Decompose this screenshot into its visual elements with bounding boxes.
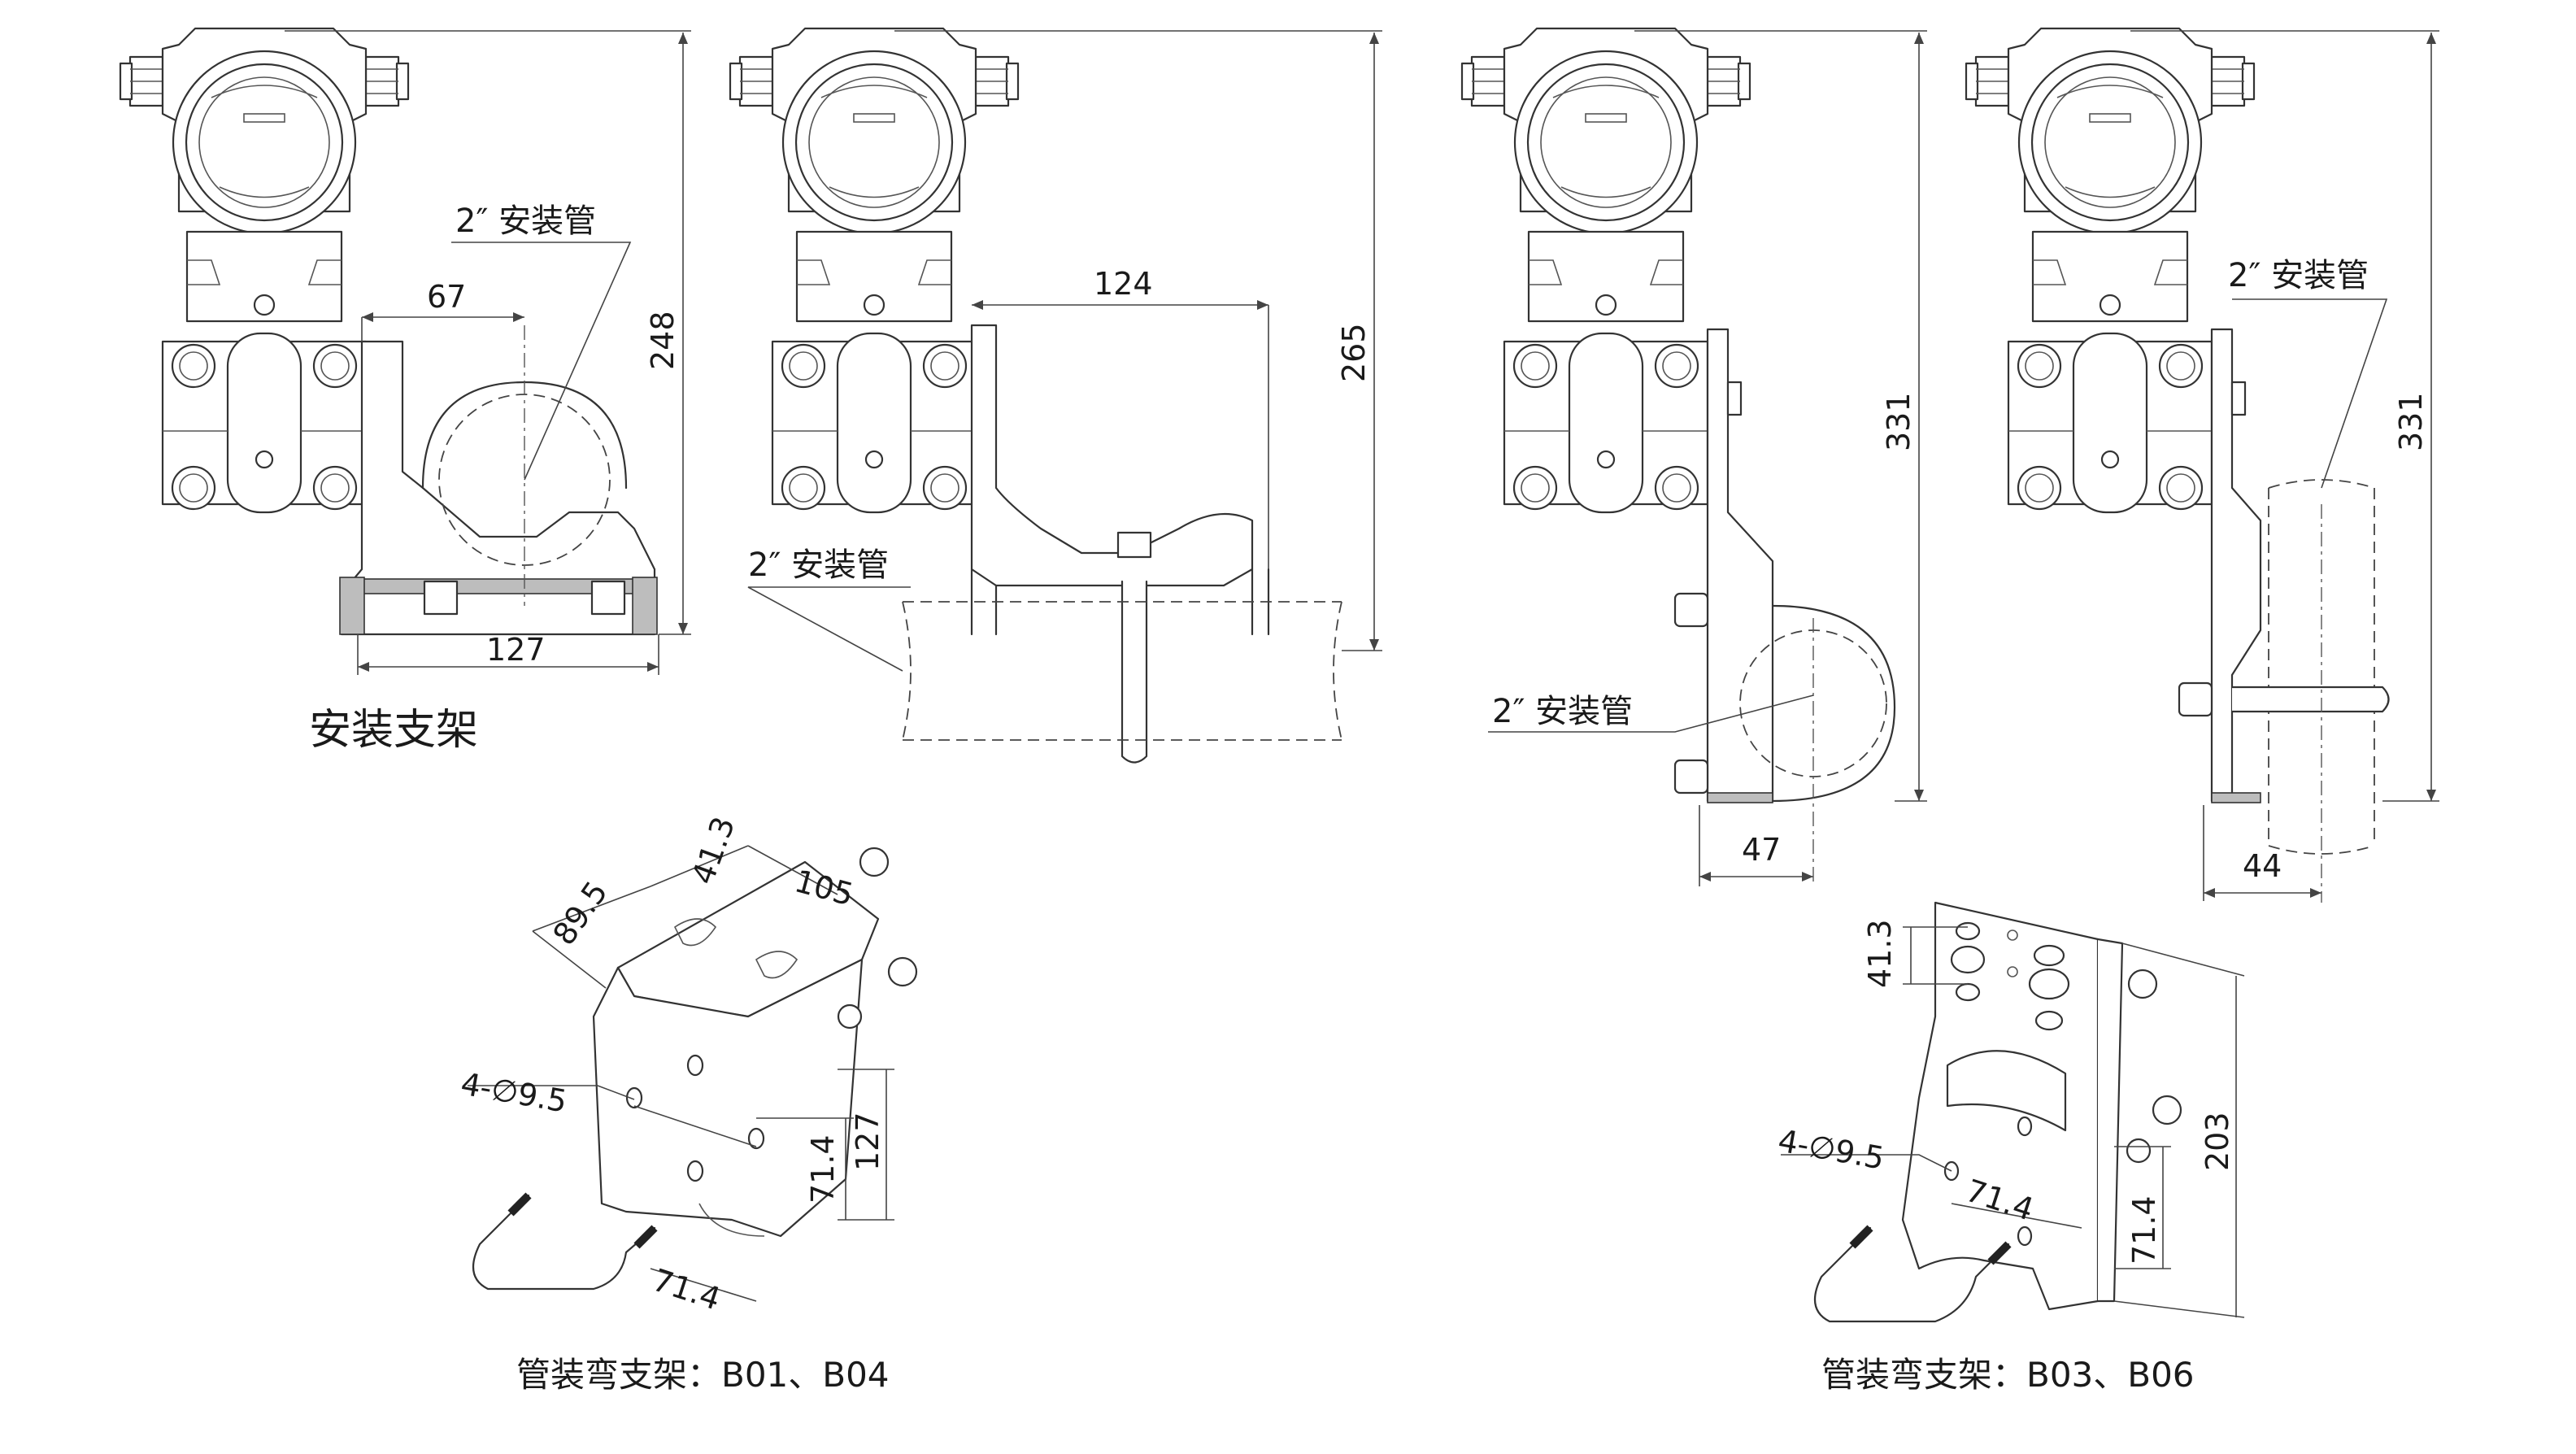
bl-dim-895: 89.5 — [546, 875, 615, 952]
br-dim-714b: 71.4 — [2126, 1195, 2162, 1265]
caption-right: 管装弯支架：B03、B06 — [1821, 1355, 2195, 1395]
bl-dim-413: 41.3 — [685, 812, 742, 890]
dim-124: 124 — [1094, 266, 1153, 302]
dim-47: 47 — [1742, 832, 1781, 868]
bracket-title: 安装支架 — [309, 706, 478, 755]
dim-67: 67 — [427, 279, 466, 315]
label-pipe-c: 2″ 安装管 — [1492, 693, 1633, 730]
caption-left: 管装弯支架：B01、B04 — [516, 1355, 890, 1395]
dim-44: 44 — [2243, 848, 2282, 884]
label-pipe-d: 2″ 安装管 — [2228, 257, 2369, 294]
br-dim-203: 203 — [2200, 1112, 2235, 1171]
bracket-iso-right — [1781, 901, 2245, 1323]
transmitter-view-4 — [1965, 27, 2439, 903]
br-dim-413: 41.3 — [1862, 919, 1898, 988]
dim-127-top: 127 — [486, 632, 546, 668]
label-pipe-b: 2″ 安装管 — [748, 546, 889, 584]
dim-331-b: 331 — [2393, 392, 2429, 451]
dim-265: 265 — [1336, 323, 1372, 382]
transmitter-view-2 — [729, 27, 1382, 764]
bl-dim-hole: 4-∅9.5 — [458, 1066, 569, 1120]
bl-dim-127: 127 — [850, 1112, 886, 1171]
transmitter-view-3 — [1460, 27, 1927, 886]
dim-331-a: 331 — [1881, 392, 1917, 451]
bl-dim-714a: 71.4 — [805, 1134, 841, 1204]
label-pipe-a: 2″ 安装管 — [455, 202, 596, 240]
br-dim-hole: 4-∅9.5 — [1775, 1123, 1886, 1177]
dim-248: 248 — [645, 311, 681, 370]
transmitter-view-1 — [119, 27, 691, 675]
bracket-iso-left — [468, 845, 918, 1302]
bl-dim-714b: 71.4 — [648, 1262, 724, 1317]
